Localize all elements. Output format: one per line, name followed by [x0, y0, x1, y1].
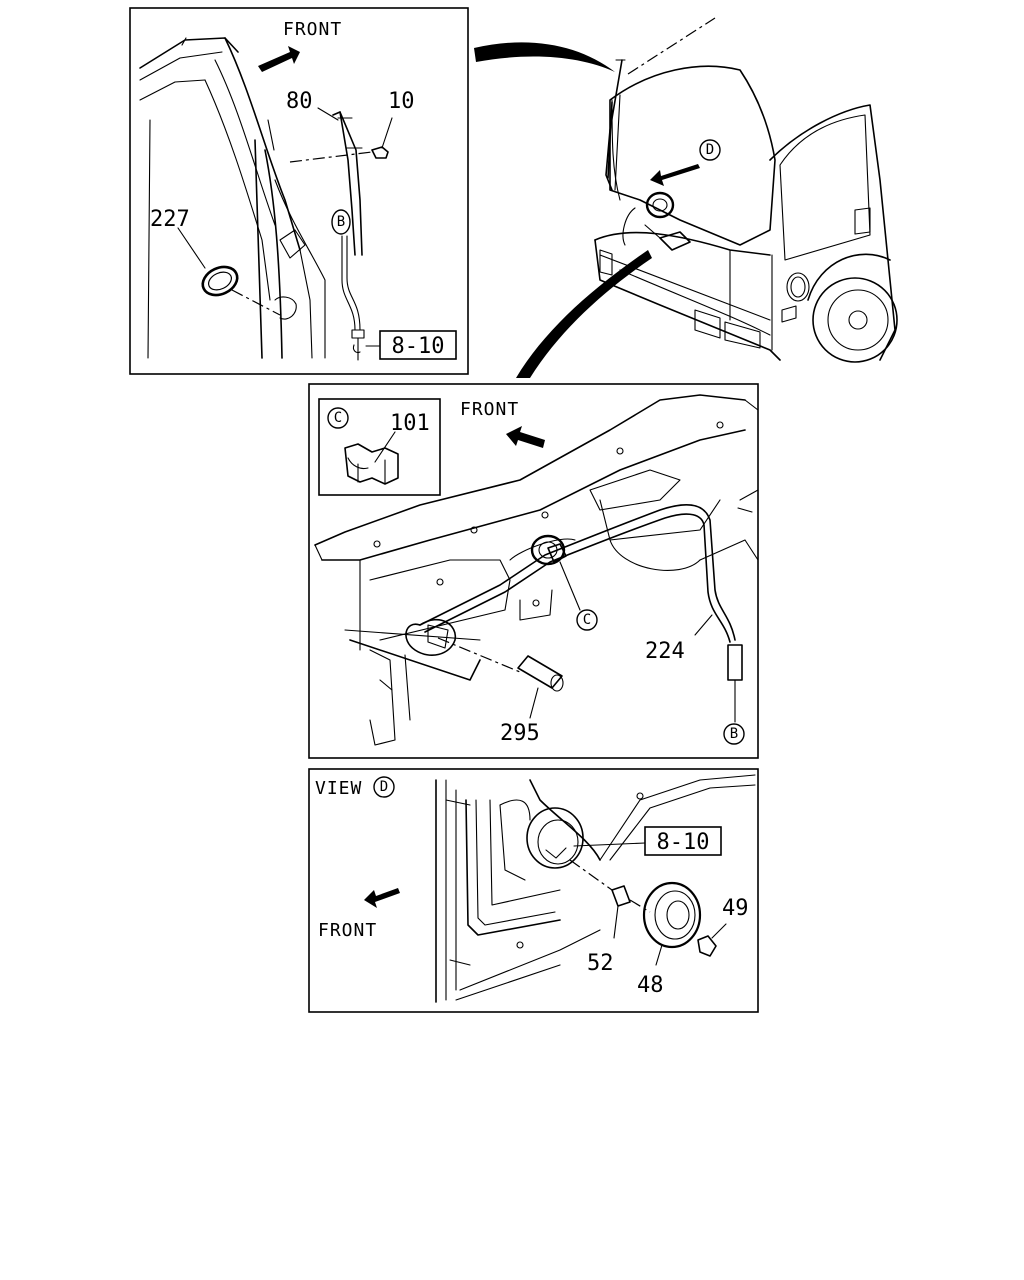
inset-c-circle: [327, 407, 349, 429]
connector-arrow-bottom: [516, 250, 652, 378]
panel-view-frame: [308, 768, 759, 1013]
ref-box-view: [644, 826, 722, 856]
inset-part-101: 101: [390, 411, 430, 436]
panel-view-d: VIEW D FRONT 8-10 5: [308, 768, 759, 1013]
callout-224: 224: [645, 639, 685, 664]
ref-c-letter: C: [583, 612, 591, 628]
ref-box-8-10: [379, 330, 457, 360]
ref-b-circle: [331, 209, 351, 235]
ref-b-circle-middle: [723, 723, 745, 745]
ref-box-text: 8-10: [392, 334, 445, 359]
callout-49: 49: [722, 896, 749, 921]
callout-48: 48: [637, 973, 664, 998]
view-d-arrow-icon: [650, 164, 700, 186]
front-label: FRONT: [283, 19, 342, 40]
panel-top: FRONT 80 10 227 B 8-10: [129, 7, 469, 375]
callout-10: 10: [388, 89, 415, 114]
ref-b-letter-middle: B: [730, 726, 738, 742]
panel-top-frame: [129, 7, 469, 375]
truck-view-d-letter: D: [706, 142, 714, 158]
connector-arrow-top: [474, 42, 615, 72]
panel-middle: C 101 FRONT: [308, 383, 759, 759]
front-label-middle: FRONT: [460, 399, 519, 420]
callout-227: 227: [150, 207, 190, 232]
ref-b-letter: B: [337, 214, 345, 230]
view-d-letter: D: [380, 779, 388, 795]
front-arrow-view-icon: [364, 888, 400, 908]
callout-80: 80: [286, 89, 313, 114]
callout-52: 52: [587, 951, 614, 976]
panel-middle-frame: [308, 383, 759, 759]
ref-box-view-text: 8-10: [657, 830, 710, 855]
ref-c-circle: [576, 609, 598, 631]
inset-c-frame: [318, 398, 441, 496]
front-arrow-icon: [258, 46, 300, 72]
callout-295: 295: [500, 721, 540, 746]
view-label: VIEW: [315, 778, 362, 799]
truck-view-d-circle: [699, 139, 721, 161]
truck-illustration: D: [594, 17, 898, 363]
view-d-circle: [373, 776, 395, 798]
front-label-view: FRONT: [318, 920, 377, 941]
front-arrow-middle-icon: [506, 426, 545, 448]
inset-c-letter: C: [334, 410, 342, 426]
